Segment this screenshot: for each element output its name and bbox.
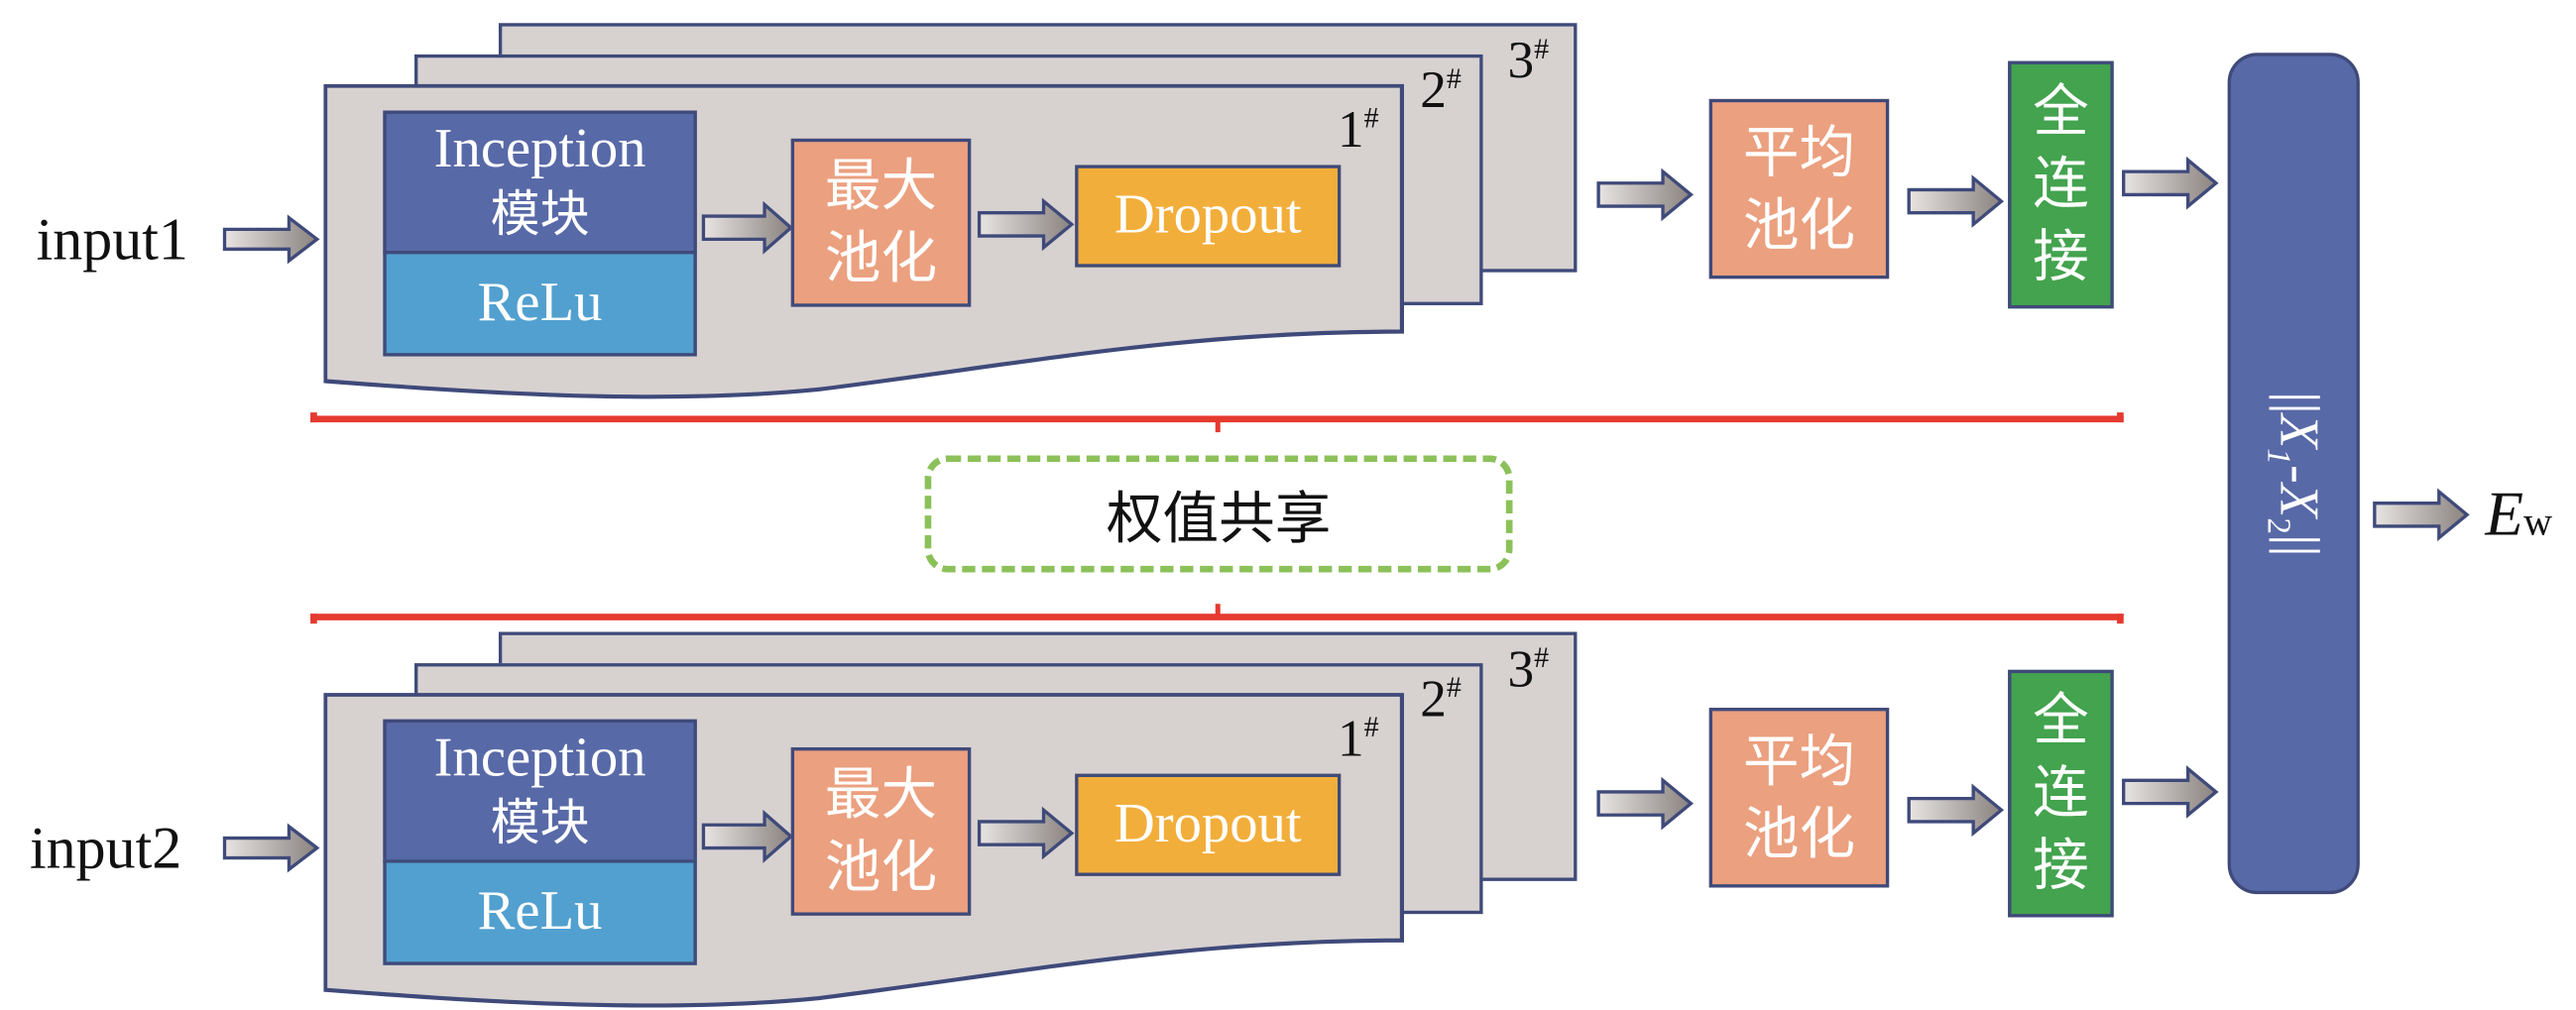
dropout-block-bottom: Dropout [1075,773,1342,876]
max-pool-text-1-bottom: 最大 [824,761,938,829]
avg-pool-text-1-bottom: 平均 [1742,728,1856,795]
arrow-to-output [2373,488,2470,542]
stack-label-2: 2# [1420,58,1462,119]
stack-label-1: 1# [1337,98,1379,159]
arrow-to-dropout-bottom [977,806,1075,860]
avg-pool-text-2-bottom: 池化 [1742,801,1856,867]
stack-label-2-bottom: 2# [1420,668,1462,729]
relu-block: ReLu [383,251,697,357]
arrow-to-avgpool [1596,168,1694,222]
arrow-to-fc [1907,174,2005,228]
inception-module-cn: 模块 [490,185,590,244]
fc-char-1: 全 [2033,78,2089,146]
relu-block-bottom: ReLu [383,859,697,965]
inception-module-cn-bottom: 模块 [490,794,590,852]
max-pool-text-2-bottom: 池化 [824,835,938,901]
stack-label-3: 3# [1507,29,1550,89]
input1-label: input1 [36,206,188,273]
distance-block: ||X1-X2|| [2227,53,2360,895]
distance-formula: ||X1-X2|| [2260,391,2329,557]
max-pool-text-1: 最大 [824,153,938,220]
avg-pooling-block-bottom: 平均 池化 [1708,708,1890,888]
inception-module-bottom: Inception 模块 [383,719,697,863]
fully-connected-block: 全 连 接 [2008,60,2114,309]
bottom-bracket [310,614,2124,624]
arrow-input2 [222,823,320,873]
stack-label-3-bottom: 3# [1507,638,1550,699]
arrow-to-maxpool [701,200,794,255]
max-pooling-block: 最大 池化 [790,138,972,307]
bottom-bracket-tick [1215,604,1221,617]
arrow-to-fc-bottom [1907,783,2005,838]
inception-module: Inception 模块 [383,110,697,255]
top-bracket-tick [1215,418,1221,433]
fc-char-2: 连 [2033,152,2089,218]
arrow-to-dropout [977,197,1075,252]
avg-pool-text-1: 平均 [1742,119,1856,186]
shared-weights-box: 权值共享 [924,455,1513,573]
fc-char-3-bottom: 接 [2033,833,2089,900]
arrow-input1 [222,214,320,265]
fully-connected-block-bottom: 全 连 接 [2008,669,2114,918]
inception-label: Inception [433,118,646,179]
arrow-to-distance-bottom [2122,765,2219,819]
fc-char-2-bottom: 连 [2033,760,2089,827]
inception-label-bottom: Inception [433,727,646,788]
arrow-to-maxpool-bottom [701,809,794,863]
input2-label: input2 [29,815,182,881]
max-pool-text-2: 池化 [824,226,938,292]
stack-label-1-bottom: 1# [1337,708,1379,767]
fc-char-1-bottom: 全 [2033,688,2089,754]
fc-char-3: 接 [2033,224,2089,290]
max-pooling-block-bottom: 最大 池化 [790,747,972,916]
arrow-to-avgpool-bottom [1596,776,1694,831]
avg-pool-text-2: 池化 [1742,191,1856,259]
dropout-block: Dropout [1075,165,1342,268]
avg-pooling-block: 平均 池化 [1708,98,1890,280]
arrow-to-distance-top [2122,156,2219,210]
output-energy: Ew [2485,480,2552,550]
